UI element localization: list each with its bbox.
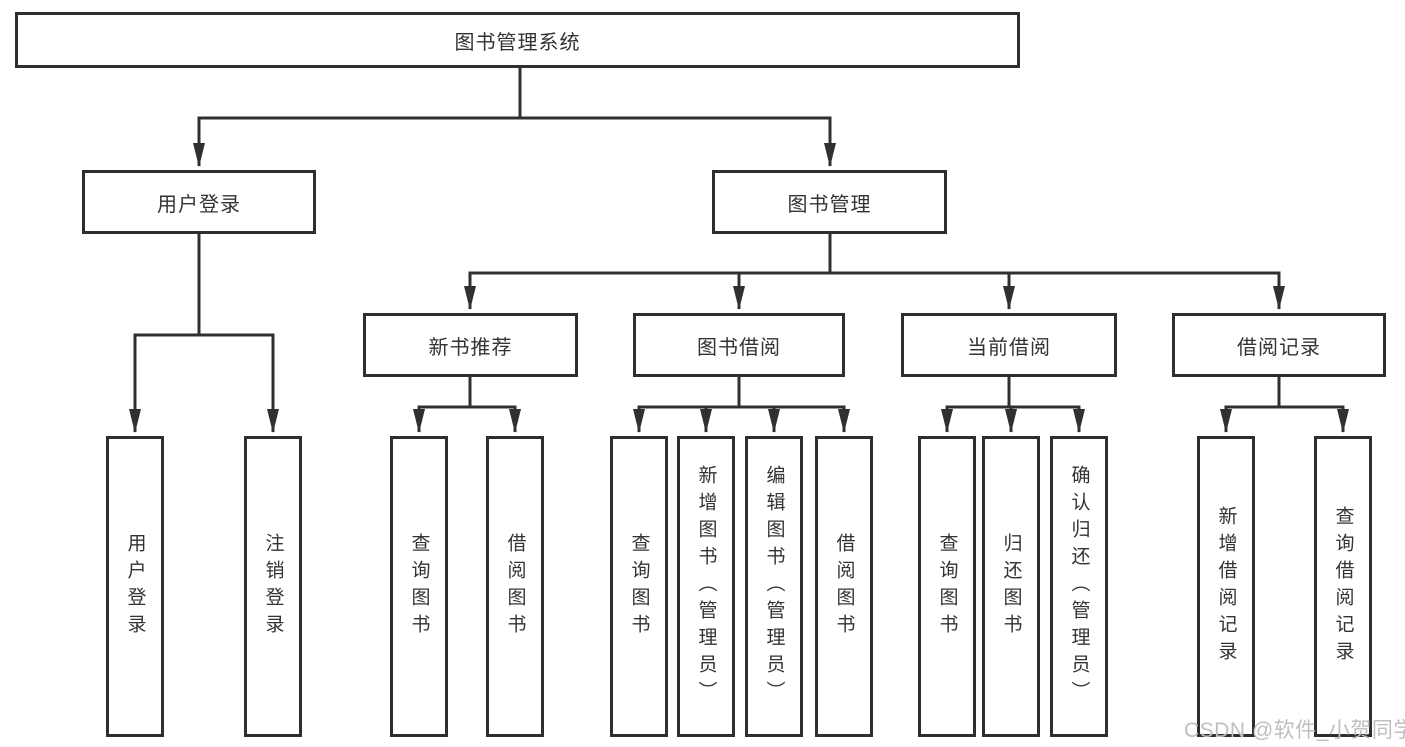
- leaf-query-books-current: 查询图书: [918, 436, 976, 737]
- leaf-add-borrow-record: 新增借阅记录: [1197, 436, 1255, 737]
- leaf-edit-book-admin: 编辑图书（管理员）: [745, 436, 803, 737]
- leaf-add-book-admin: 新增图书（管理员）: [677, 436, 735, 737]
- leaf-logout: 注销登录: [244, 436, 302, 737]
- leaf-query-books-recommend: 查询图书: [390, 436, 448, 737]
- leaf-borrow-books-recommend: 借阅图书: [486, 436, 544, 737]
- watermark: CSDN @软件_小贺同学: [1184, 719, 1405, 742]
- node-root: 图书管理系统: [15, 12, 1020, 68]
- leaf-query-books-borrow: 查询图书: [610, 436, 668, 737]
- leaf-borrow-books: 借阅图书: [815, 436, 873, 737]
- leaf-user-login: 用户登录: [106, 436, 164, 737]
- node-book-borrow: 图书借阅: [633, 313, 845, 377]
- leaf-confirm-return-admin: 确认归还（管理员）: [1050, 436, 1108, 737]
- node-current-borrow: 当前借阅: [901, 313, 1117, 377]
- node-book-management: 图书管理: [712, 170, 947, 234]
- node-user-login: 用户登录: [82, 170, 316, 234]
- node-borrow-records: 借阅记录: [1172, 313, 1386, 377]
- node-new-book-recommend: 新书推荐: [363, 313, 578, 377]
- leaf-return-books: 归还图书: [982, 436, 1040, 737]
- leaf-query-borrow-record: 查询借阅记录: [1314, 436, 1372, 737]
